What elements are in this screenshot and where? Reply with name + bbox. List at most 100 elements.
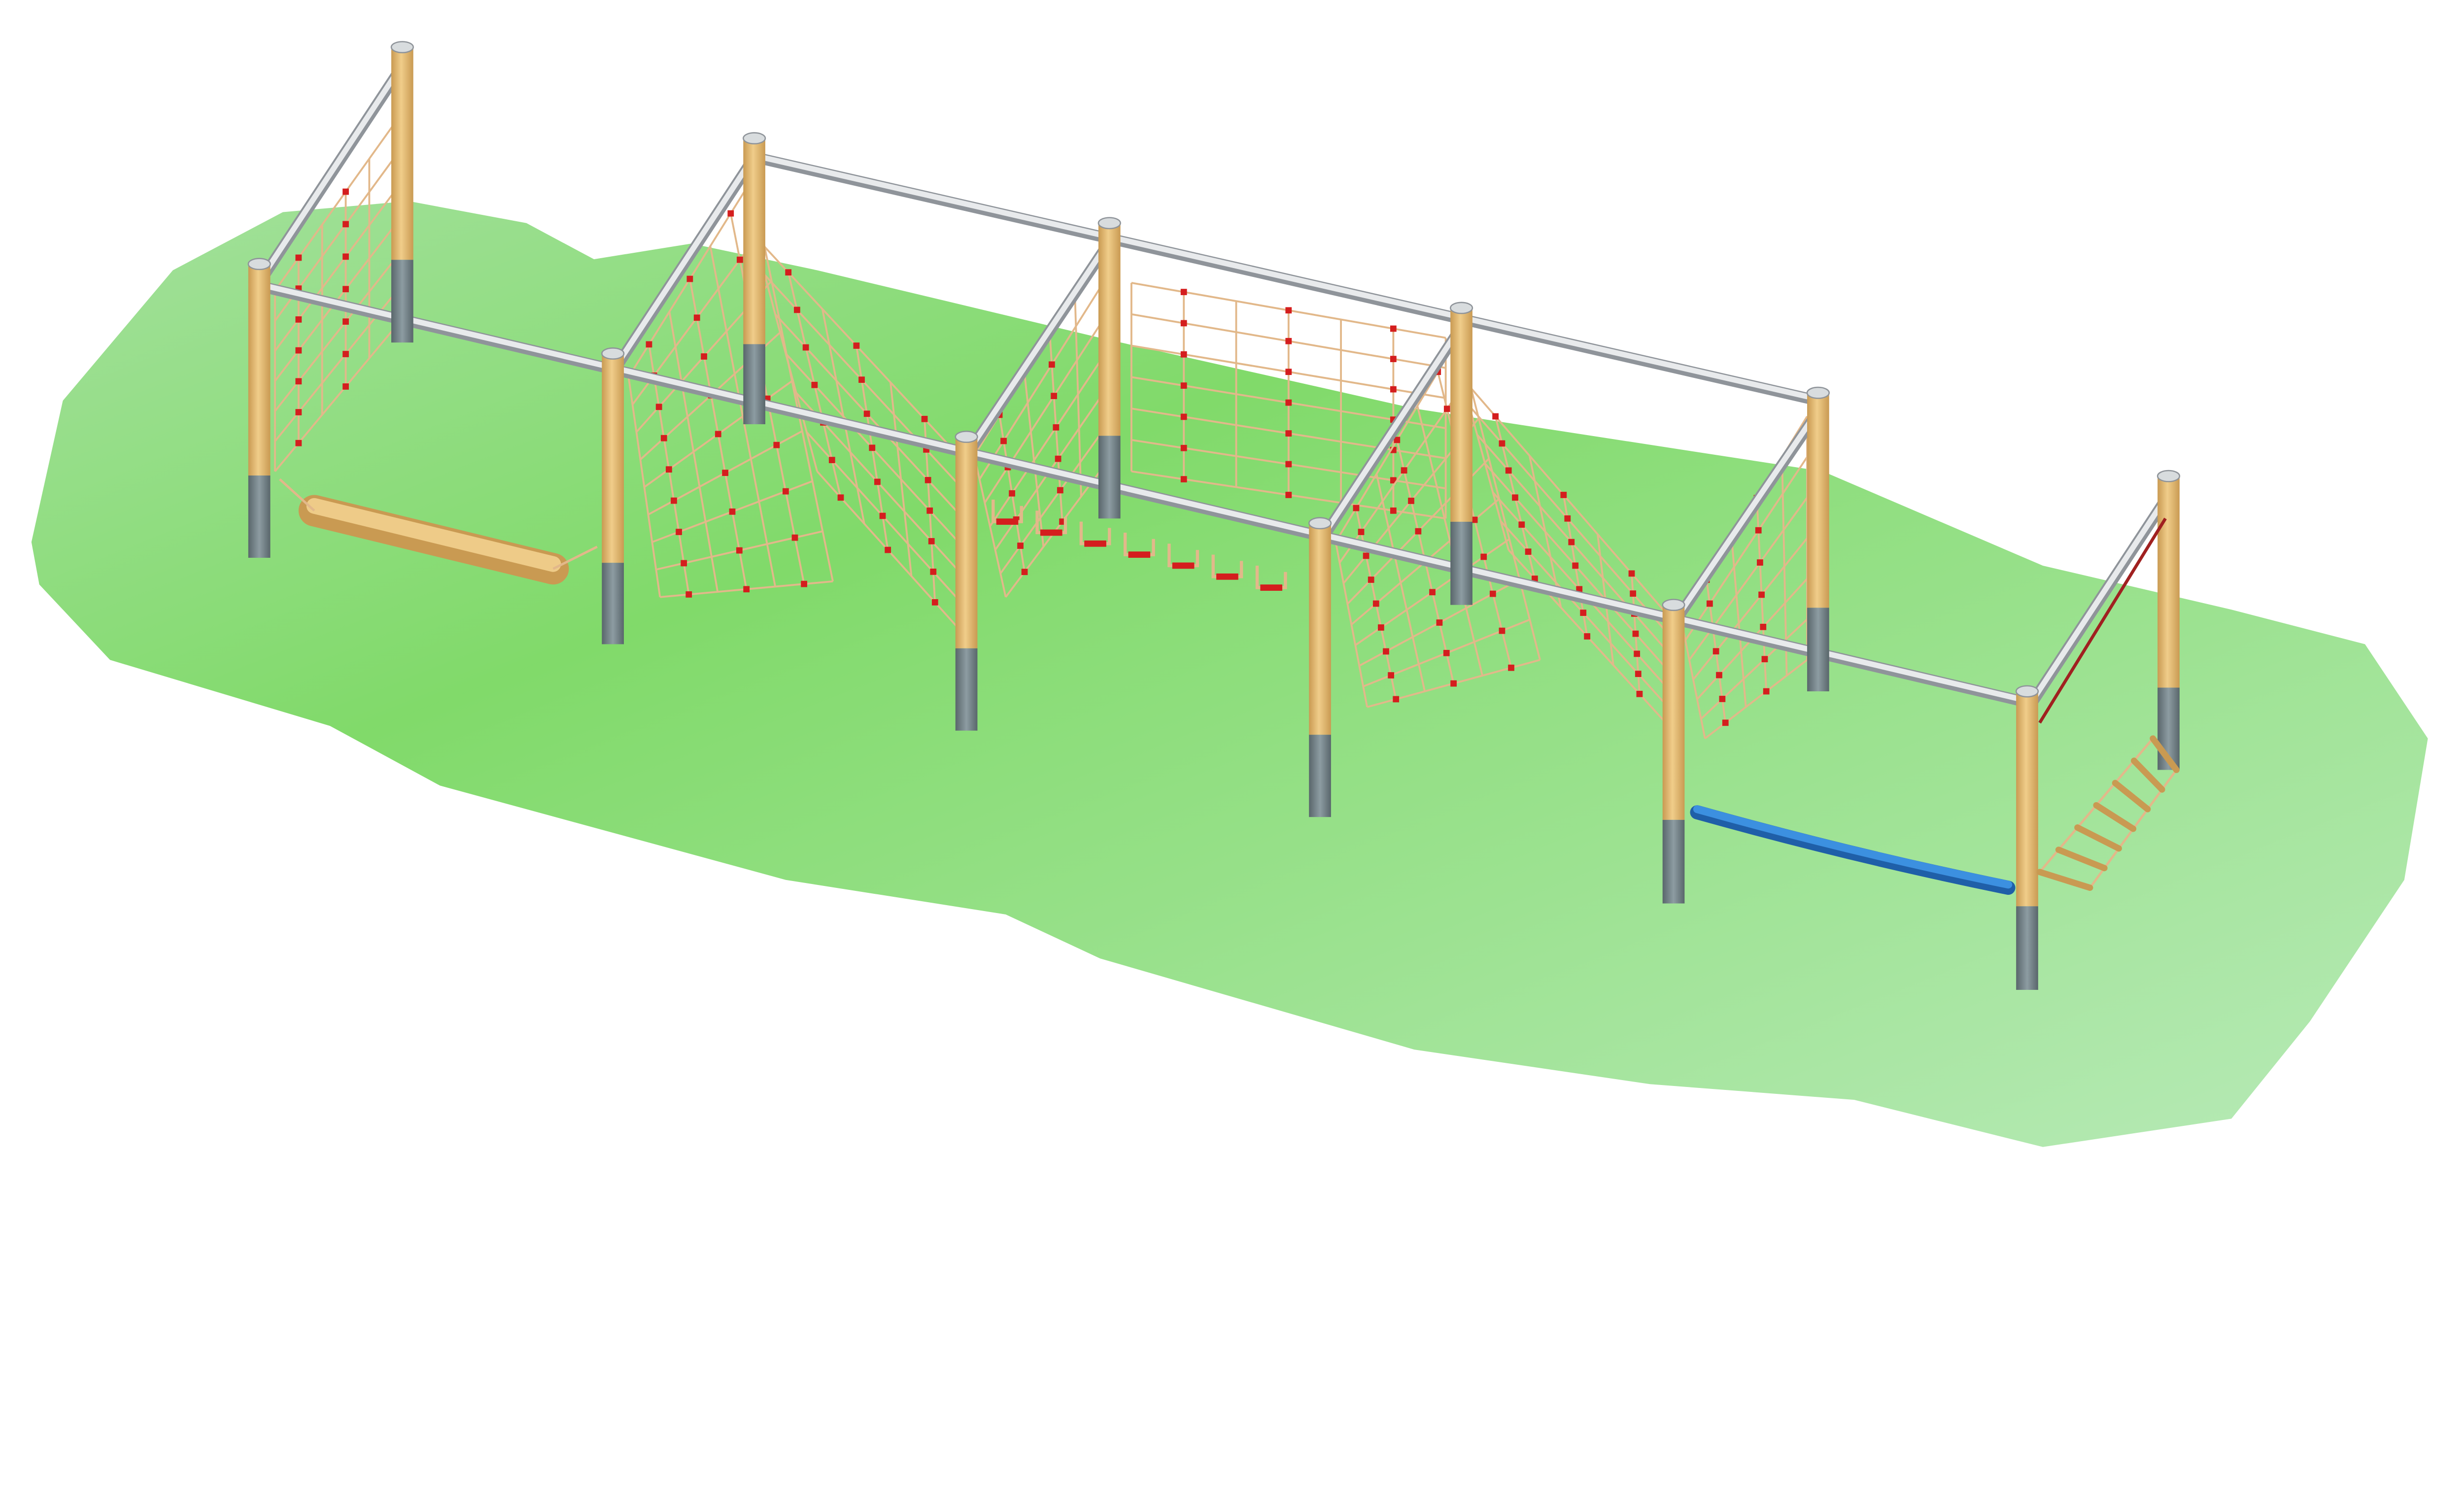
connector bbox=[1634, 650, 1641, 657]
connector bbox=[773, 441, 780, 448]
connector bbox=[794, 306, 800, 313]
connector bbox=[1518, 521, 1525, 528]
connector bbox=[1009, 490, 1015, 497]
connector bbox=[783, 488, 789, 495]
ladder-rung bbox=[2036, 869, 2093, 891]
connector bbox=[1636, 690, 1643, 697]
connector bbox=[811, 381, 818, 388]
connector bbox=[802, 344, 809, 351]
diagonal-rail-highlight bbox=[1317, 322, 1465, 543]
connector bbox=[1285, 492, 1292, 498]
post-wood bbox=[248, 264, 271, 476]
connector bbox=[1180, 382, 1187, 389]
loop-grip bbox=[1216, 573, 1238, 580]
post-base bbox=[248, 475, 271, 558]
post-base bbox=[955, 648, 978, 731]
connector bbox=[1719, 696, 1726, 702]
connector bbox=[785, 269, 792, 276]
post-base bbox=[1662, 819, 1685, 904]
connector bbox=[1285, 430, 1292, 437]
loop-grip bbox=[1172, 562, 1195, 569]
rope-strand bbox=[984, 324, 1101, 504]
ground-area bbox=[31, 201, 2428, 1147]
connector bbox=[931, 599, 938, 606]
connector bbox=[1055, 455, 1061, 462]
connector bbox=[1761, 656, 1768, 663]
connector bbox=[1393, 696, 1400, 703]
post bbox=[1806, 386, 1830, 692]
connector bbox=[342, 253, 349, 260]
rope-strand bbox=[274, 125, 394, 292]
connector bbox=[1180, 320, 1187, 327]
connector bbox=[676, 529, 682, 535]
post-cap bbox=[1806, 386, 1830, 399]
connector bbox=[1415, 528, 1422, 535]
post-wood bbox=[955, 437, 978, 648]
post-cap bbox=[601, 347, 625, 360]
connector bbox=[1390, 325, 1397, 332]
connector bbox=[1576, 586, 1583, 593]
post bbox=[743, 132, 766, 424]
connector bbox=[1053, 424, 1060, 431]
post-wood bbox=[602, 353, 624, 563]
post-base bbox=[1309, 735, 1331, 817]
connector bbox=[1489, 590, 1496, 597]
ladder-rung bbox=[2112, 780, 2151, 813]
connector bbox=[701, 353, 707, 360]
connector bbox=[1760, 623, 1767, 630]
connector bbox=[1368, 576, 1374, 583]
connector bbox=[885, 546, 891, 553]
swing-log bbox=[278, 478, 598, 585]
post-wood bbox=[2157, 476, 2180, 688]
post-wood bbox=[1662, 605, 1685, 820]
rope-strand bbox=[274, 261, 394, 412]
connector bbox=[342, 318, 349, 325]
connector bbox=[1000, 438, 1007, 444]
connector bbox=[295, 254, 302, 261]
loop-grip bbox=[1260, 584, 1283, 591]
connector bbox=[928, 538, 935, 544]
connector bbox=[1180, 351, 1187, 358]
post-base bbox=[602, 563, 624, 644]
connector bbox=[1394, 437, 1401, 443]
rope-nets bbox=[274, 125, 1809, 740]
post bbox=[1662, 599, 1685, 904]
rope-strand bbox=[274, 295, 394, 442]
connector bbox=[1436, 619, 1443, 626]
post bbox=[955, 431, 978, 731]
loop-grip bbox=[1128, 551, 1151, 558]
connector bbox=[1505, 467, 1512, 474]
connector bbox=[1525, 548, 1532, 555]
post-wood bbox=[391, 47, 413, 260]
connector bbox=[1508, 664, 1514, 671]
playground-rope-course-render bbox=[31, 41, 2428, 1147]
rope-strand bbox=[979, 287, 1101, 480]
post bbox=[2156, 470, 2181, 770]
rope-strand bbox=[1704, 659, 1808, 740]
connector bbox=[1021, 569, 1028, 576]
connector bbox=[342, 383, 349, 390]
post-base bbox=[1450, 521, 1472, 605]
connector bbox=[1285, 461, 1292, 468]
connector bbox=[828, 457, 835, 463]
connector bbox=[1429, 589, 1436, 596]
connector bbox=[342, 351, 349, 357]
connector bbox=[729, 508, 736, 515]
ladder-rung bbox=[2055, 847, 2108, 872]
post-wood bbox=[1450, 307, 1472, 522]
back-rail-highlight bbox=[752, 153, 1821, 402]
connector bbox=[1512, 494, 1518, 501]
rope-ladder bbox=[2036, 517, 2180, 891]
post-cap bbox=[1097, 217, 1121, 230]
connector bbox=[743, 586, 750, 593]
diagonal-rail-highlight bbox=[256, 62, 405, 284]
post-cap bbox=[955, 431, 978, 443]
connector bbox=[863, 410, 870, 417]
connector bbox=[715, 431, 721, 438]
connector bbox=[1712, 648, 1719, 655]
connector bbox=[1755, 527, 1762, 534]
post-base bbox=[743, 344, 765, 424]
connector bbox=[1564, 515, 1571, 522]
connector bbox=[1372, 600, 1379, 607]
connector bbox=[853, 342, 860, 349]
